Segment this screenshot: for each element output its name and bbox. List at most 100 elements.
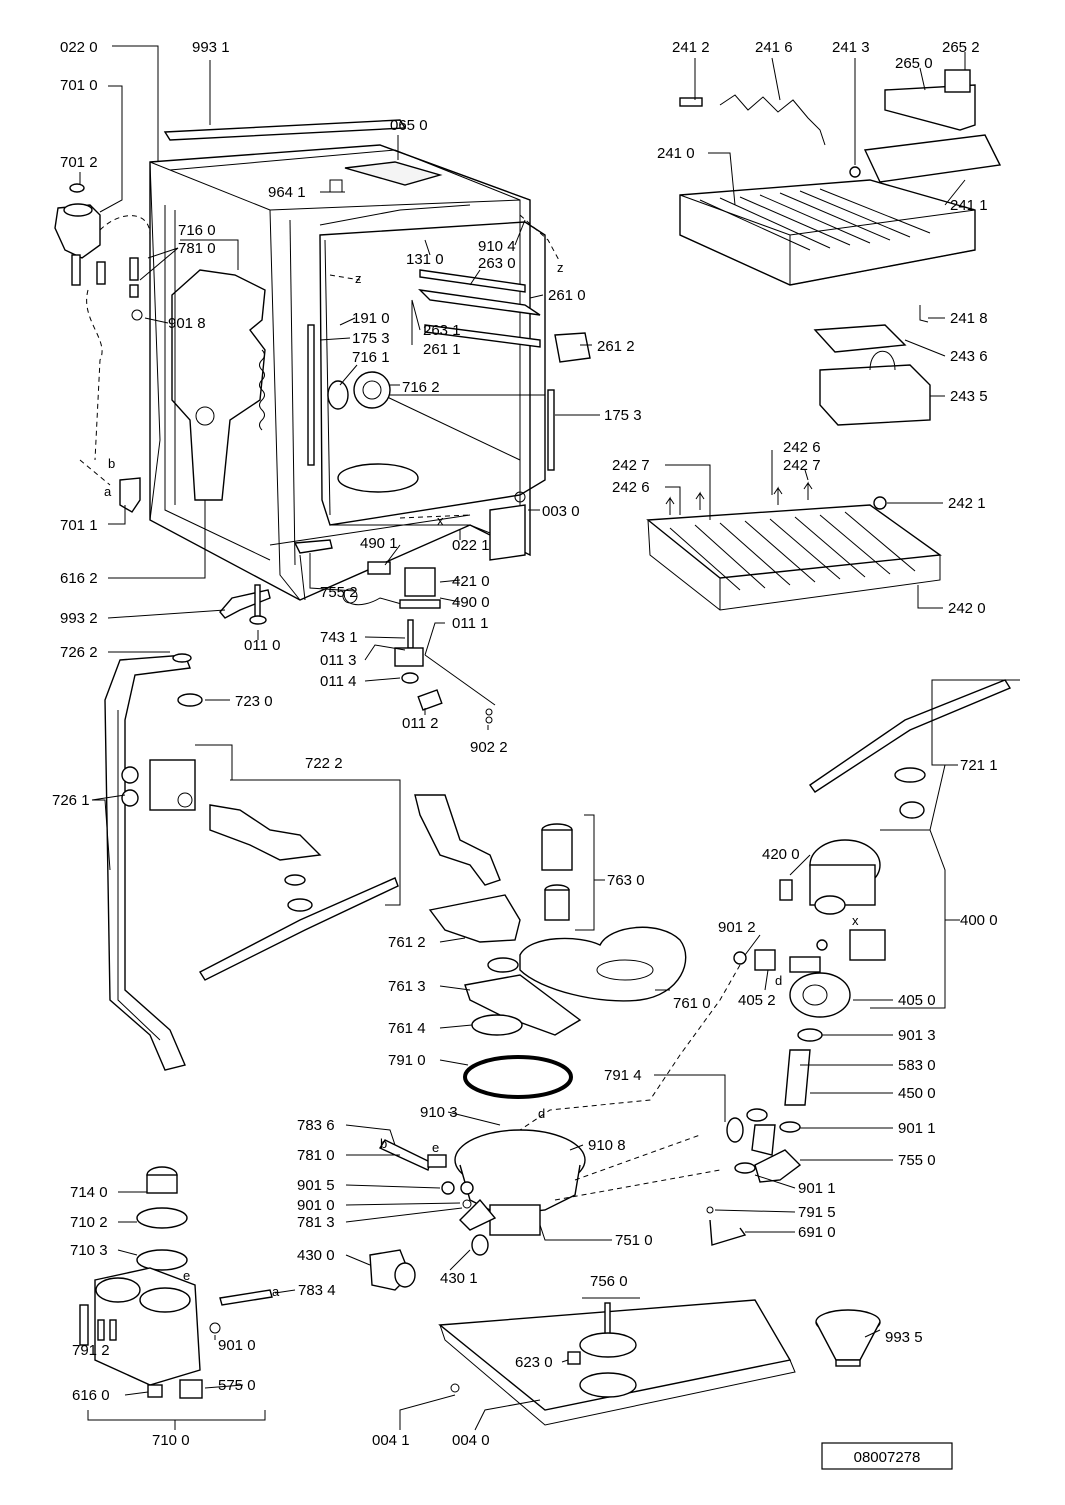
- label-263-0: 263 0: [478, 255, 516, 272]
- label-761-4: 761 4: [388, 1020, 426, 1037]
- label-723-0: 723 0: [235, 693, 273, 710]
- lower-basket-group: [646, 481, 942, 611]
- label-243-6: 243 6: [950, 348, 988, 365]
- label-011-2: 011 2: [402, 715, 438, 732]
- letter-d-1: d: [775, 973, 782, 988]
- label-265-2: 265 2: [942, 39, 980, 56]
- label-714-0: 714 0: [70, 1184, 108, 1201]
- label-263-1: 263 1: [423, 322, 461, 339]
- label-791-5: 791 5: [798, 1204, 836, 1221]
- circulation-pump-group: [706, 839, 886, 1246]
- letter-a-2: a: [272, 1284, 280, 1299]
- spray-pipe-group: [104, 653, 399, 1071]
- label-405-2: 405 2: [738, 992, 776, 1009]
- label-022-0: 022 0: [60, 39, 98, 56]
- label-583-0: 583 0: [898, 1057, 936, 1074]
- label-400-0: 400 0: [960, 912, 998, 929]
- label-421-0: 421 0: [452, 573, 490, 590]
- label-901-0b: 901 0: [218, 1337, 256, 1354]
- label-691-0: 691 0: [798, 1224, 836, 1241]
- label-241-1: 241 1: [950, 197, 988, 214]
- label-003-0: 003 0: [542, 503, 580, 520]
- label-761-2: 761 2: [388, 934, 426, 951]
- funnel: [815, 1309, 881, 1367]
- label-716-0: 716 0: [178, 222, 216, 239]
- label-726-2: 726 2: [60, 644, 98, 661]
- label-242-6a: 242 6: [783, 439, 821, 456]
- label-910-3: 910 3: [420, 1104, 458, 1121]
- label-261-1: 261 1: [423, 341, 461, 358]
- label-726-1: 726 1: [52, 792, 90, 809]
- label-490-0: 490 0: [452, 594, 490, 611]
- label-011-0: 011 0: [244, 637, 280, 654]
- sensor-group: [342, 561, 496, 724]
- label-490-1: 490 1: [360, 535, 398, 552]
- label-763-0: 763 0: [607, 872, 645, 889]
- label-761-3: 761 3: [388, 978, 426, 995]
- label-004-0: 004 0: [452, 1432, 490, 1449]
- label-901-1a: 901 1: [898, 1120, 936, 1137]
- label-751-0: 751 0: [615, 1232, 653, 1249]
- label-261-2: 261 2: [597, 338, 635, 355]
- label-901-1b: 901 1: [798, 1180, 836, 1197]
- label-710-3: 710 3: [70, 1242, 108, 1259]
- letter-e-1: e: [432, 1140, 439, 1155]
- label-242-6b: 242 6: [612, 479, 650, 496]
- label-420-0: 420 0: [762, 846, 800, 863]
- label-241-2: 241 2: [672, 39, 710, 56]
- label-131-0: 131 0: [406, 251, 444, 268]
- label-716-1: 716 1: [352, 349, 390, 366]
- inlet-valve-group: [54, 183, 151, 513]
- label-761-0: 761 0: [673, 995, 711, 1012]
- label-575-0: 575 0: [218, 1377, 256, 1394]
- label-993-2: 993 2: [60, 610, 98, 627]
- label-243-5: 243 5: [950, 388, 988, 405]
- label-910-4: 910 4: [478, 238, 516, 255]
- label-791-0: 791 0: [388, 1052, 426, 1069]
- letter-x-2: x: [852, 913, 859, 928]
- label-242-0: 242 0: [948, 600, 986, 617]
- label-721-1: 721 1: [960, 757, 998, 774]
- letter-a-1: a: [104, 484, 112, 499]
- label-783-4: 783 4: [298, 1282, 336, 1299]
- label-242-7b: 242 7: [783, 457, 821, 474]
- label-242-1: 242 1: [948, 495, 986, 512]
- drawing-number: 08007278: [854, 1449, 921, 1466]
- label-261-0: 261 0: [548, 287, 586, 304]
- label-242-7a: 242 7: [612, 457, 650, 474]
- label-781-3: 781 3: [297, 1214, 335, 1231]
- letter-z-1: z: [355, 271, 362, 286]
- label-616-2: 616 2: [60, 570, 98, 587]
- label-901-0a: 901 0: [297, 1197, 335, 1214]
- label-755-0: 755 0: [898, 1152, 936, 1169]
- label-901-3: 901 3: [898, 1027, 936, 1044]
- label-011-3: 011 3: [320, 652, 356, 669]
- label-405-0: 405 0: [898, 992, 936, 1009]
- label-722-2: 722 2: [305, 755, 343, 772]
- letter-z-2: z: [557, 260, 564, 275]
- label-623-0: 623 0: [515, 1354, 553, 1371]
- label-011-1: 011 1: [452, 615, 488, 632]
- filter-group: [414, 794, 687, 1099]
- label-993-1: 993 1: [192, 39, 230, 56]
- label-175-3a: 175 3: [352, 330, 390, 347]
- label-004-1: 004 1: [372, 1432, 410, 1449]
- label-265-0: 265 0: [895, 55, 933, 72]
- label-743-1: 743 1: [320, 629, 358, 646]
- letter-x-1: x: [437, 513, 444, 528]
- label-710-0: 710 0: [152, 1432, 190, 1449]
- label-783-6: 783 6: [297, 1117, 335, 1134]
- label-781-0a: 781 0: [178, 240, 216, 257]
- leader-lines: [79, 45, 1020, 1431]
- label-616-0: 616 0: [72, 1387, 110, 1404]
- label-241-3: 241 3: [832, 39, 870, 56]
- label-791-2: 791 2: [72, 1342, 110, 1359]
- label-022-1: 022 1: [452, 537, 490, 554]
- letter-b-2: b: [380, 1136, 387, 1151]
- base-pan: [438, 1299, 796, 1426]
- label-430-0: 430 0: [297, 1247, 335, 1264]
- label-710-2: 710 2: [70, 1214, 108, 1231]
- label-781-0b: 781 0: [297, 1147, 335, 1164]
- label-241-8: 241 8: [950, 310, 988, 327]
- label-791-4: 791 4: [604, 1067, 642, 1084]
